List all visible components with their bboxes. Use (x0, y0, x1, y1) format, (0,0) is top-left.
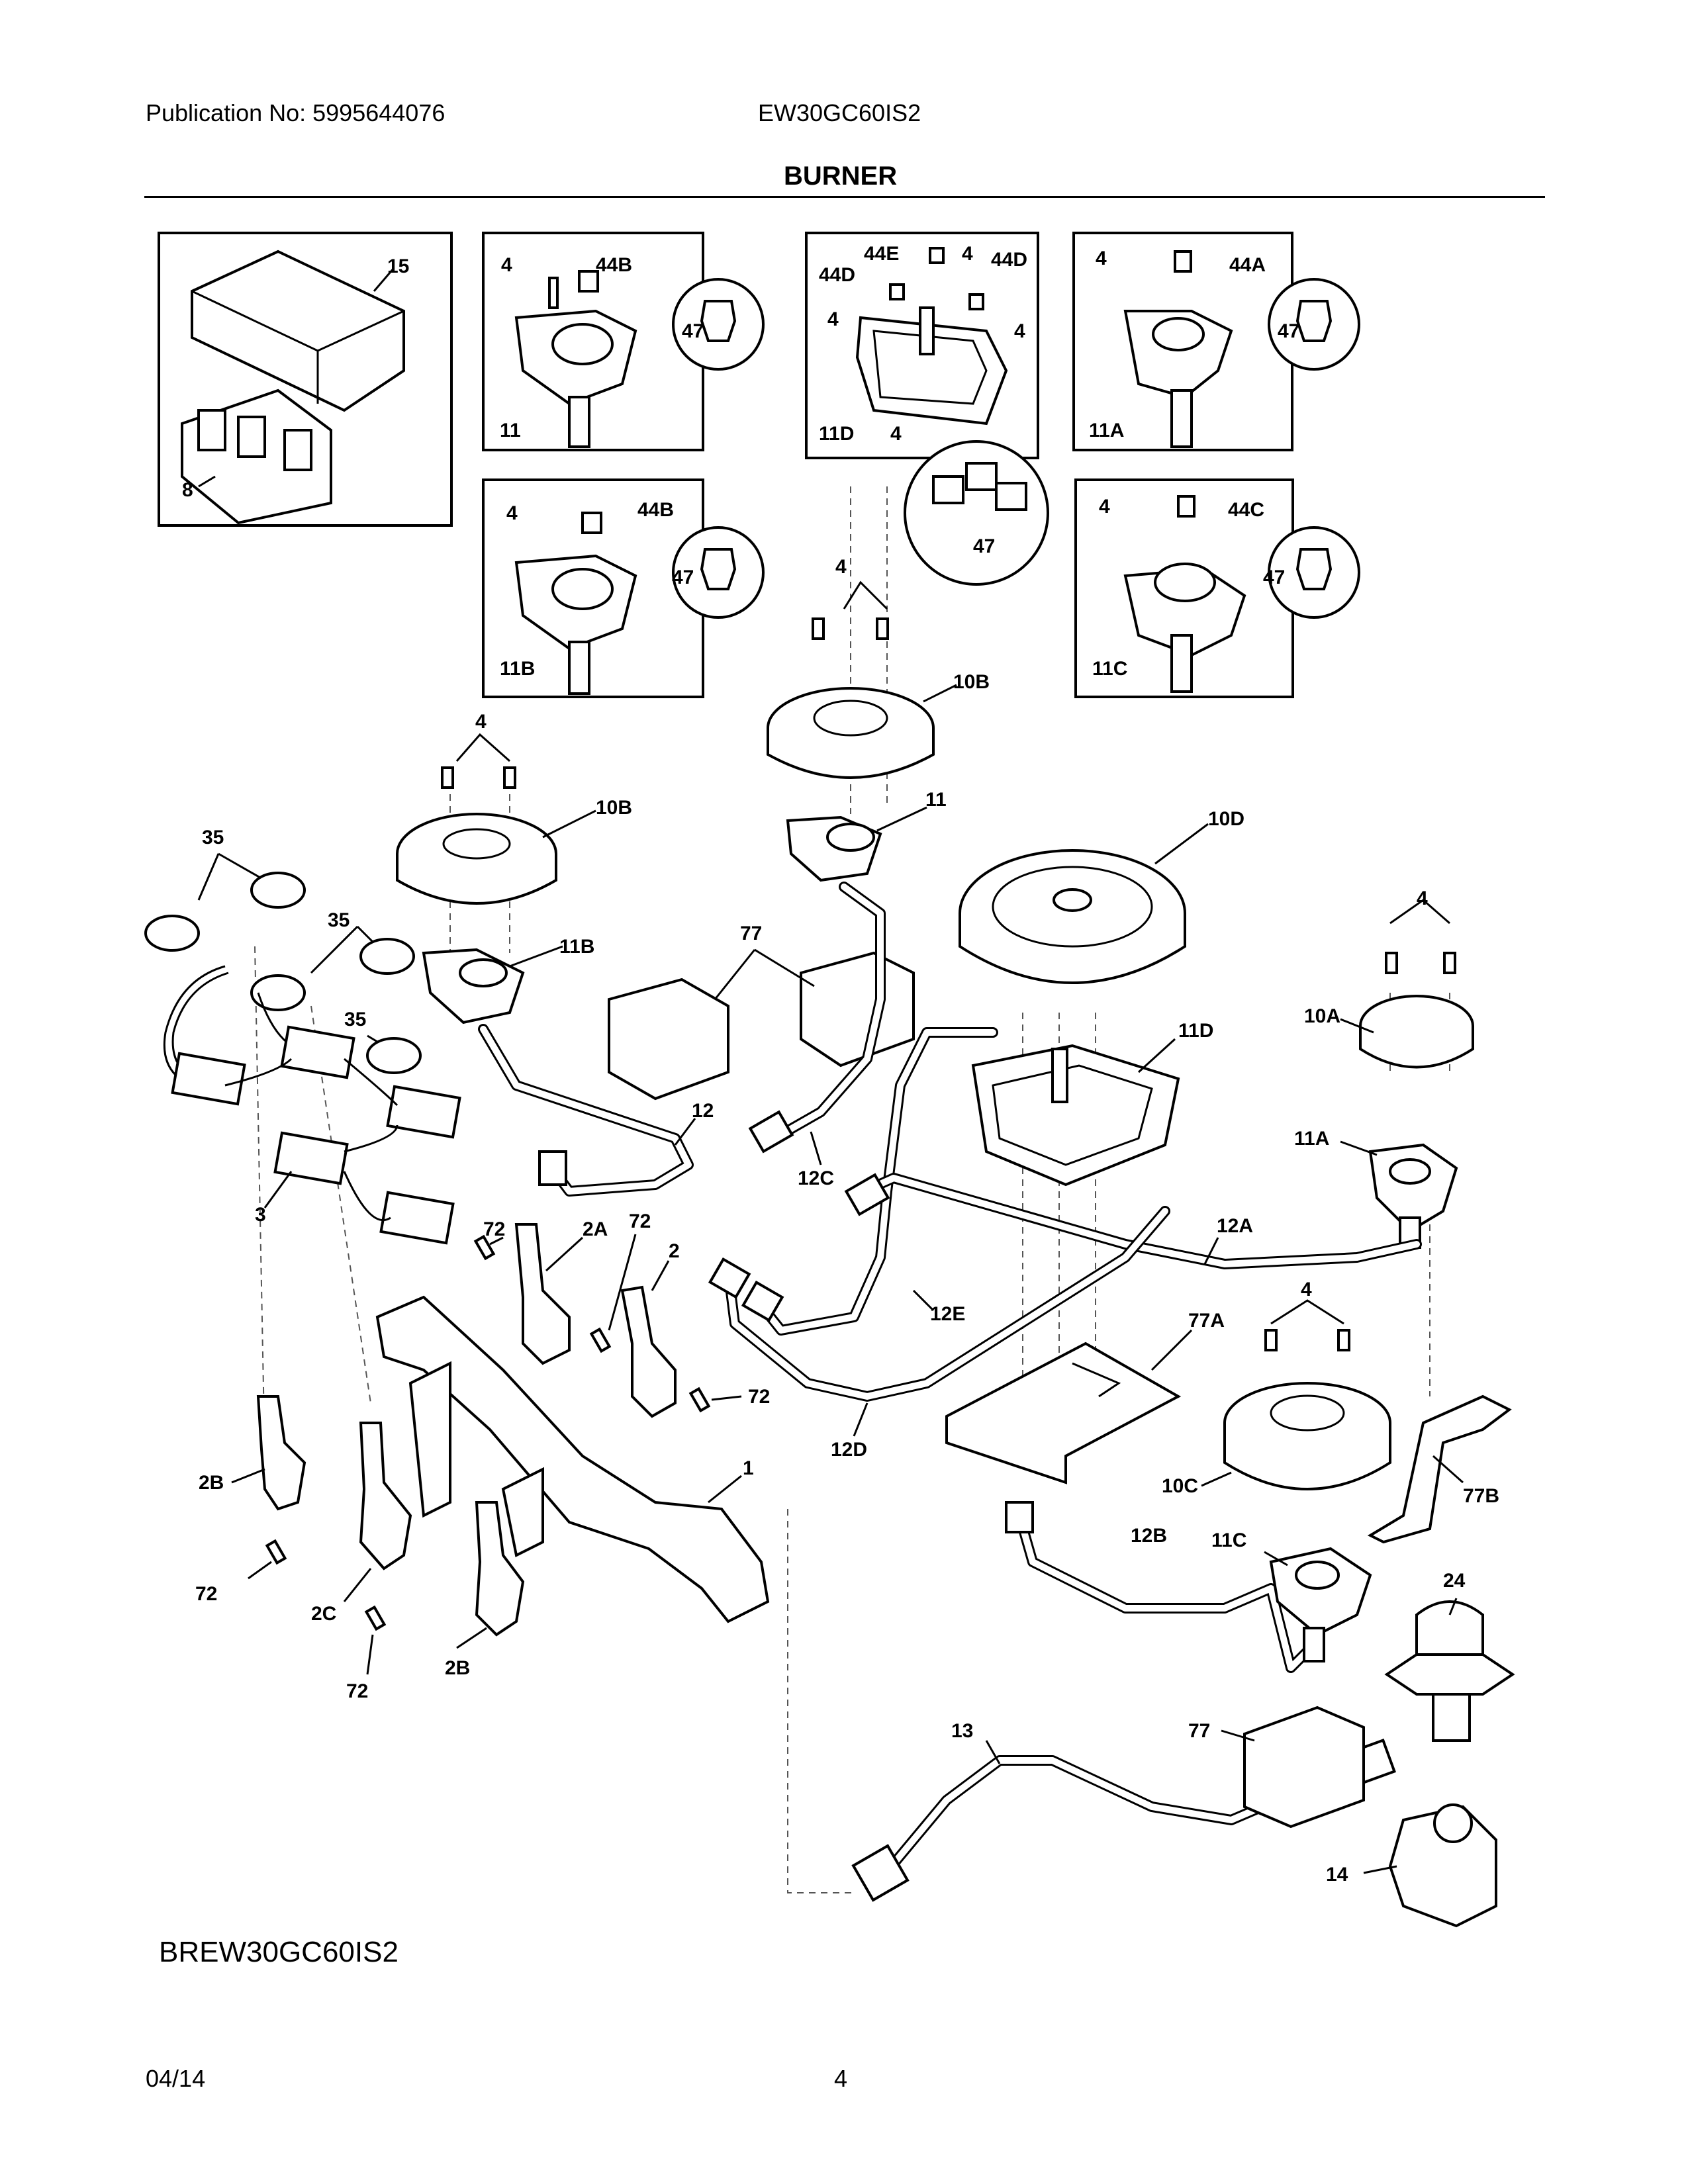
callout-11D: 11D (819, 423, 854, 445)
callout-72-a: 72 (483, 1218, 505, 1240)
callout-10A: 10A (1304, 1005, 1340, 1027)
callout-4-c: 4 (1014, 320, 1025, 342)
callout-4-10C: 4 (1301, 1279, 1312, 1300)
callout-44E: 44E (864, 243, 899, 265)
callout-47-11C: 47 (1263, 567, 1285, 588)
callout-1: 1 (743, 1457, 754, 1479)
callout-12B: 12B (1131, 1525, 1167, 1547)
callout-11-center: 11 (925, 789, 947, 811)
callout-72-c: 72 (748, 1386, 770, 1408)
callout-77-low: 77 (1188, 1720, 1210, 1742)
callout-3: 3 (255, 1204, 266, 1226)
callout-12D: 12D (831, 1439, 867, 1461)
inset-igniter-module: 15 8 (158, 232, 453, 527)
callout-77A: 77A (1188, 1310, 1225, 1332)
callout-11C-main: 11C (1211, 1529, 1246, 1551)
callout-12A: 12A (1217, 1215, 1253, 1237)
callout-44B-11B: 44B (637, 499, 674, 521)
callout-2B-low: 2B (445, 1657, 470, 1679)
inset-burner-11B: 4 44B 47 11B (482, 478, 765, 698)
inset-burner-11: 4 44B 47 11 (482, 232, 765, 451)
section-title: BURNER (784, 161, 898, 191)
callout-4-a: 4 (962, 243, 973, 265)
callout-10C: 10C (1162, 1475, 1198, 1497)
callout-2A: 2A (583, 1218, 608, 1240)
callout-13: 13 (951, 1720, 973, 1742)
callout-11A: 11A (1089, 420, 1124, 441)
callout-4-b: 4 (827, 308, 839, 330)
callout-11C: 11C (1092, 658, 1127, 680)
callout-11D-main: 11D (1178, 1020, 1213, 1042)
inset-burner-11D: 44E 4 44D 44D 4 4 11D 4 47 (805, 232, 1049, 586)
inset-burner-11A: 4 44A 47 11A (1072, 232, 1360, 451)
callout-4-left: 4 (475, 711, 487, 733)
callout-2: 2 (669, 1240, 680, 1262)
callout-4-top-center: 4 (835, 556, 847, 578)
main-exploded-view (144, 486, 1515, 1928)
callout-44D-b: 44D (991, 249, 1027, 271)
callout-4-e: 4 (890, 423, 902, 445)
callout-4-right: 4 (1417, 887, 1428, 909)
callout-44C: 44C (1228, 499, 1264, 521)
callout-47-11D: 47 (973, 535, 995, 557)
callout-4-11C: 4 (1099, 496, 1110, 518)
inset-burner-11C: 4 44C 47 11C (1074, 478, 1360, 698)
callout-2C: 2C (311, 1603, 336, 1625)
callout-15: 15 (387, 255, 409, 277)
callout-72-d: 72 (195, 1583, 217, 1605)
callout-10D: 10D (1208, 808, 1244, 830)
callout-11A-main: 11A (1294, 1128, 1329, 1150)
callout-24: 24 (1443, 1570, 1466, 1592)
callout-10B-left: 10B (596, 797, 632, 819)
callout-72-e: 72 (346, 1680, 368, 1702)
callout-4-11A: 4 (1096, 248, 1107, 269)
callout-12C: 12C (798, 1167, 834, 1189)
callout-14: 14 (1326, 1864, 1348, 1886)
callout-35-mid: 35 (328, 909, 350, 931)
callout-77B: 77B (1463, 1485, 1499, 1507)
callout-47-11B: 47 (672, 567, 694, 588)
callout-11: 11 (500, 420, 521, 441)
callout-2B-top: 2B (199, 1472, 224, 1494)
callout-44D-a: 44D (819, 264, 855, 286)
header-rule (144, 196, 1545, 198)
callout-44A: 44A (1229, 254, 1266, 276)
callout-8: 8 (182, 479, 193, 501)
callout-11B-main: 11B (559, 936, 594, 958)
callout-12E: 12E (930, 1303, 965, 1325)
callout-35-top: 35 (202, 827, 224, 848)
diagram-id: BREW30GC60IS2 (159, 1936, 399, 1968)
model-number: EW30GC60IS2 (758, 99, 921, 126)
callout-4-11B: 4 (506, 502, 518, 524)
callout-11B: 11B (500, 658, 535, 680)
callout-77-top: 77 (740, 923, 762, 944)
footer-page-number: 4 (834, 2065, 848, 2092)
callout-47: 47 (682, 320, 704, 342)
publication-number: Publication No: 5995644076 (146, 99, 445, 126)
callout-12: 12 (692, 1100, 714, 1122)
callout-72-b: 72 (629, 1210, 651, 1232)
callout-4: 4 (501, 254, 512, 276)
callout-44B: 44B (596, 254, 632, 276)
callout-47-11A: 47 (1278, 320, 1299, 342)
callout-35-low: 35 (344, 1009, 366, 1030)
callout-10B-center: 10B (953, 671, 990, 693)
footer-date: 04/14 (146, 2065, 206, 2092)
